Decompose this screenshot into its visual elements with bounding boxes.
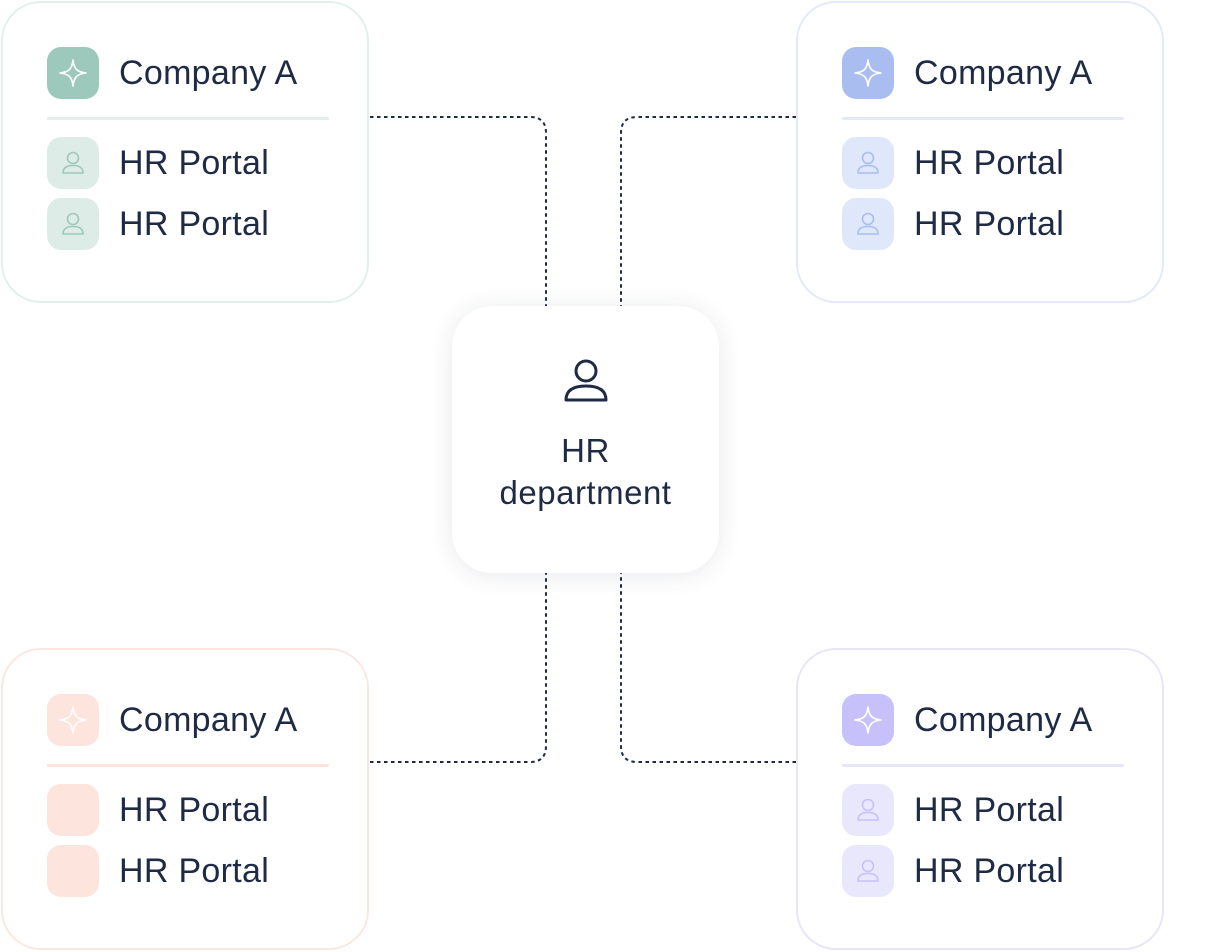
company-title: Company A [119,700,298,739]
company-title: Company A [914,53,1093,92]
divider [842,117,1124,120]
connector-top-right [620,116,796,306]
item-label: HR Portal [119,204,270,243]
list-item[interactable]: HR Portal [47,784,269,836]
company-card-bottom-right[interactable]: Company A HR Portal HR Portal [796,648,1164,950]
list-item[interactable]: HR Portal [842,137,1064,189]
company-header: Company A [842,694,1092,746]
placeholder-icon [47,784,99,836]
item-label: HR Portal [914,204,1065,243]
company-card-top-right[interactable]: Company A HR Portal HR Portal [796,1,1164,303]
item-label: HR Portal [914,143,1065,182]
list-item[interactable]: HR Portal [842,784,1064,836]
item-label: HR Portal [119,790,270,829]
list-item[interactable]: HR Portal [842,845,1064,897]
hr-department-label: HR department [452,430,719,514]
item-label: HR Portal [119,143,270,182]
user-icon [564,359,608,402]
sparkle-icon [842,47,894,99]
sparkle-icon [47,694,99,746]
user-icon [842,198,894,250]
connector-bottom-left [370,573,547,763]
item-label: HR Portal [914,790,1065,829]
divider [842,764,1124,767]
user-icon [842,784,894,836]
connector-bottom-right [620,573,796,763]
company-header: Company A [842,47,1092,99]
list-item[interactable]: HR Portal [47,845,269,897]
item-label: HR Portal [119,851,270,890]
connector-top-left [370,116,547,306]
company-card-top-left[interactable]: Company A HR Portal HR Portal [1,1,369,303]
label-line-1: HR [561,432,610,469]
item-label: HR Portal [914,851,1065,890]
list-item[interactable]: HR Portal [842,198,1064,250]
hr-department-node[interactable]: HR department [452,306,719,573]
user-icon [47,198,99,250]
company-header: Company A [47,47,297,99]
list-item[interactable]: HR Portal [47,198,269,250]
user-icon [47,137,99,189]
label-line-2: department [499,474,672,511]
sparkle-icon [842,694,894,746]
company-header: Company A [47,694,297,746]
user-icon [842,137,894,189]
sparkle-icon [47,47,99,99]
placeholder-icon [47,845,99,897]
company-title: Company A [119,53,298,92]
list-item[interactable]: HR Portal [47,137,269,189]
divider [47,117,329,120]
company-title: Company A [914,700,1093,739]
company-card-bottom-left[interactable]: Company A HR Portal HR Portal [1,648,369,950]
user-icon [842,845,894,897]
divider [47,764,329,767]
